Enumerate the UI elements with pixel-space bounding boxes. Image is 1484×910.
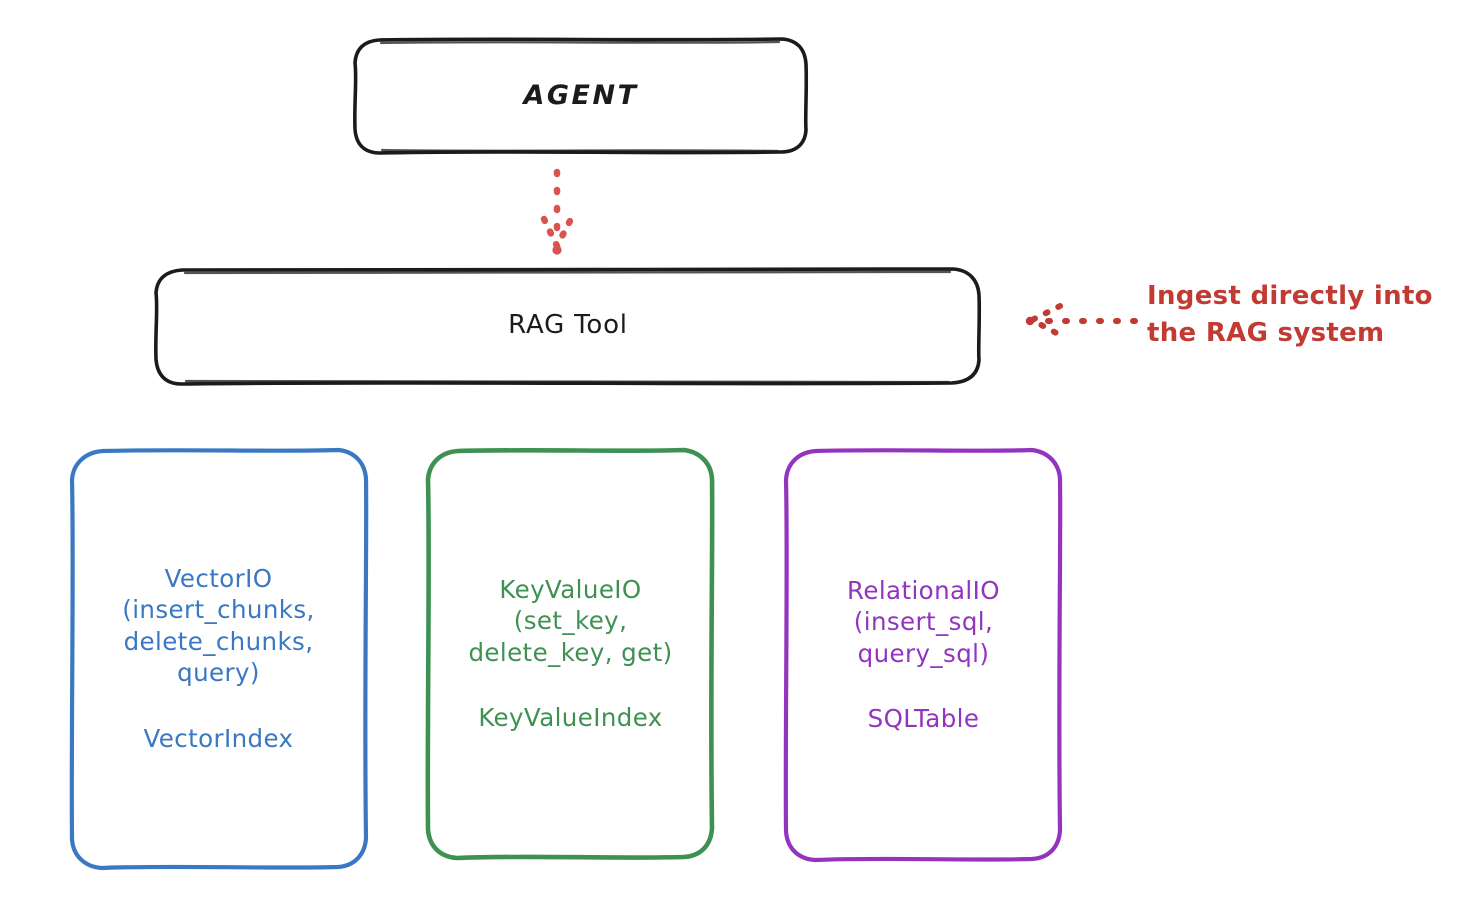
- node-rag-tool[interactable]: RAG Tool: [156, 268, 980, 384]
- node-vector-io[interactable]: VectorIO (insert_chunks, delete_chunks, …: [70, 449, 367, 868]
- node-vector-io-label: VectorIO (insert_chunks, delete_chunks, …: [122, 564, 315, 688]
- relational-io-box-outline: [783, 447, 1063, 863]
- rag-tool-box-outline: [154, 267, 982, 386]
- node-relational-io-secondary-label: SQLTable: [867, 703, 980, 733]
- annotation-ingest-directly: Ingest directly into the RAG system: [1147, 281, 1433, 348]
- node-key-value-io[interactable]: KeyValueIO (set_key, delete_key, get) Ke…: [427, 449, 714, 858]
- node-key-value-io-label: KeyValueIO (set_key, delete_key, get): [468, 574, 673, 667]
- node-rag-tool-label: RAG Tool: [508, 310, 628, 341]
- key-value-io-box-outline: [425, 447, 715, 861]
- agent-box-outline: [353, 37, 809, 155]
- node-agent[interactable]: AGENT: [355, 38, 807, 154]
- node-relational-io-label: RelationalIO (insert_sql, query_sql): [847, 575, 1000, 668]
- node-agent-label: AGENT: [523, 79, 639, 111]
- node-relational-io[interactable]: RelationalIO (insert_sql, query_sql) SQL…: [785, 449, 1062, 860]
- ingest-to-rag-tool-arrow: [1025, 303, 1138, 338]
- node-vector-io-secondary-label: VectorIndex: [143, 723, 294, 753]
- agent-to-rag-tool-arrow: [540, 168, 575, 255]
- vector-io-box-outline: [69, 447, 369, 871]
- node-key-value-io-secondary-label: KeyValueIndex: [478, 702, 663, 732]
